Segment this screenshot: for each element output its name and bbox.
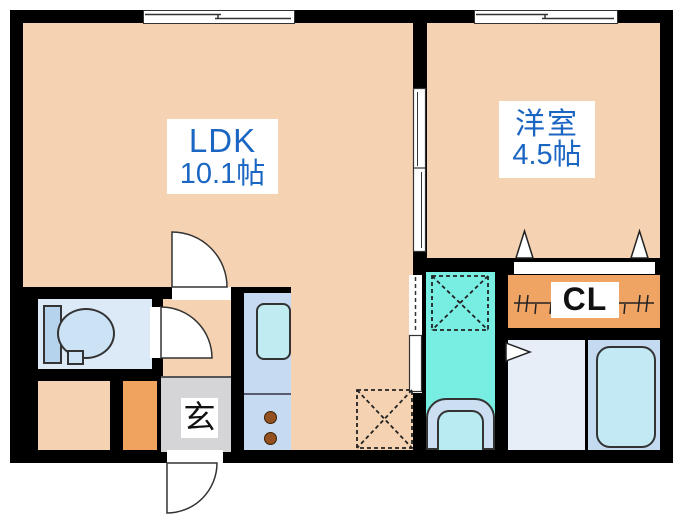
stove-burner-2: [264, 432, 277, 445]
western-room-area: 4.5帖: [512, 139, 582, 172]
ldk-area: 10.1帖: [179, 157, 266, 190]
window-western: [474, 10, 618, 24]
closet-label: CL: [551, 282, 619, 318]
storage-room-floor: [38, 381, 110, 450]
toilet-control-box: [67, 350, 84, 365]
kitchen-sink: [256, 303, 291, 360]
washroom-pocket-door: [408, 275, 423, 393]
ldk-door-arc: [171, 231, 228, 288]
western-room-name: 洋室: [515, 107, 579, 141]
entrance-door-opening: [167, 450, 223, 463]
room-divider-sliding-door: [412, 87, 427, 253]
bathroom-door-marker: [505, 341, 533, 363]
window-sash-lines: [145, 13, 614, 20]
closet-door-opening: [514, 262, 655, 274]
closet-door-marker-left: [514, 228, 535, 259]
bathtub: [596, 346, 656, 448]
toilet-door-arc: [160, 306, 213, 359]
washing-machine-space: [431, 275, 489, 331]
ldk-door-opening: [172, 287, 231, 300]
washbasin-bowl: [437, 410, 484, 450]
bathroom-floor: [508, 340, 585, 450]
closet-door-marker-right: [629, 228, 650, 259]
stove-burner-1: [264, 411, 277, 424]
entrance-name: 玄: [183, 399, 216, 436]
ldk-label: LDK 10.1帖: [167, 119, 278, 194]
refrigerator-space: [356, 389, 413, 449]
room-ldk-floor-gap: [291, 287, 413, 300]
toilet-door-opening: [150, 307, 162, 358]
shoe-cabinet: [123, 381, 157, 450]
ldk-name: LDK: [188, 121, 257, 159]
entrance-label: 玄: [181, 398, 218, 438]
toilet-bowl: [57, 308, 115, 359]
western-room-label: 洋室 4.5帖: [499, 101, 595, 178]
window-ldk: [143, 10, 295, 24]
entrance-door-arc: [166, 462, 218, 514]
closet-name: CL: [562, 281, 608, 318]
